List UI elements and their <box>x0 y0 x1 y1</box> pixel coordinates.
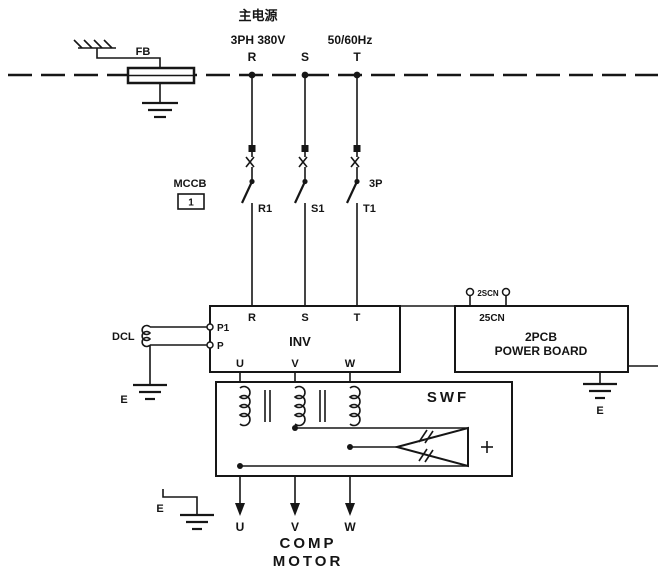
junction-dot-v <box>292 425 298 431</box>
phase-t-label: T <box>353 50 361 64</box>
ground-icon-right <box>583 382 617 400</box>
inv-terminal-t: T <box>354 312 361 324</box>
phase-s-breaker-blade <box>294 181 306 204</box>
mccb-assembly: MCCB 1 3P <box>174 178 382 210</box>
phase-r-breaker-blade <box>241 181 253 204</box>
phase-t-branch: T T1 <box>346 50 376 306</box>
inv-terminal-p1-label: P1 <box>217 323 230 334</box>
dcl-reactor-assembly: DCL <box>112 324 207 348</box>
ct-coil-w-icon <box>348 385 361 427</box>
ground-icon-fb <box>142 101 178 119</box>
power-board-name-line1: 2PCB <box>525 330 557 344</box>
plus-mark <box>481 441 493 453</box>
comp-label: COMP <box>280 535 337 552</box>
fb-earth-assembly: FB <box>73 39 196 119</box>
inv-terminal-s: S <box>301 312 308 324</box>
motor-ground-assembly: E <box>156 489 214 531</box>
delta-winding-symbol <box>393 426 469 468</box>
ct-coil-u-icon <box>238 385 251 427</box>
comp-motor-terminals: U V W COMP MOTOR <box>235 503 356 570</box>
inv-terminal-p1-pin <box>206 323 214 331</box>
transformer-core-bars <box>264 390 326 422</box>
swf-block: SWF <box>215 381 513 477</box>
inv-terminal-u: U <box>236 358 244 370</box>
dcl-label: DCL <box>112 331 135 343</box>
junction-dot-u <box>237 463 243 469</box>
inverter-block: R S T INV U V W P1 P <box>206 305 401 373</box>
motor-terminal-u: U <box>236 520 245 534</box>
inv-terminal-p-pin <box>206 341 214 349</box>
motor-winding-delta <box>237 425 493 469</box>
arrow-w-icon <box>345 503 355 516</box>
mccb-number: 1 <box>188 198 194 209</box>
phase-r-breaker-cross-icon <box>245 156 255 168</box>
phase-r-output-label: R1 <box>258 203 272 215</box>
ground-icon-bottom <box>180 513 214 531</box>
power-board-body <box>454 305 629 373</box>
inv-terminal-p-label: P <box>217 341 224 352</box>
phase-t-output-label: T1 <box>363 203 376 215</box>
arrow-v-icon <box>290 503 300 516</box>
ct-coil-v-icon <box>293 385 306 427</box>
motor-label: MOTOR <box>273 553 344 570</box>
motor-ground-wire <box>162 489 198 515</box>
phase-s-label: S <box>301 50 309 64</box>
mccb-number-box <box>177 193 205 210</box>
phase-t-breaker-cross-icon <box>350 156 360 168</box>
phase-t-breaker-blade <box>346 181 358 204</box>
mccb-label: MCCB <box>174 178 207 190</box>
inverter-label: INV <box>289 334 311 349</box>
connector-2scn-pin-left <box>465 287 475 297</box>
voltage-spec-label: 3PH 380V <box>231 33 286 47</box>
ground-bottom-label: E <box>156 503 163 515</box>
ground-icon-left <box>133 383 167 401</box>
power-board-name-line2: POWER BOARD <box>495 344 588 358</box>
junction-dot-w <box>347 444 353 450</box>
ground-right-label: E <box>596 405 603 417</box>
arrow-u-icon <box>235 503 245 516</box>
phase-r-fuse-square <box>248 145 256 152</box>
inv-terminal-v: V <box>291 358 299 370</box>
motor-terminal-v: V <box>291 520 299 534</box>
dcl-coil-icon <box>141 324 152 348</box>
inv-terminal-r: R <box>248 312 256 324</box>
frequency-spec-label: 50/60Hz <box>328 33 373 47</box>
winding-hash-marks <box>418 429 434 463</box>
phase-r-label: R <box>248 50 257 64</box>
mccb-poles-label: 3P <box>369 178 382 190</box>
phase-s-output-label: S1 <box>311 203 324 215</box>
power-board-block: 2SCN 25CN 2PCB POWER BOARD <box>400 287 658 373</box>
inv-terminal-w: W <box>345 358 356 370</box>
phase-r-branch: R R1 <box>241 50 272 306</box>
phase-t-fuse-square <box>353 145 361 152</box>
phase-s-fuse-square <box>301 145 309 152</box>
inverter-left-ground: E <box>120 345 167 406</box>
connector-2scn-label: 2SCN <box>477 289 499 298</box>
connector-25cn-label: 25CN <box>479 313 505 324</box>
power-source-header: 主电源 3PH 380V 50/60Hz <box>231 8 373 47</box>
hatched-earth-icon <box>73 39 116 49</box>
main-power-title: 主电源 <box>238 8 277 23</box>
fb-earth-wire <box>96 48 161 68</box>
phase-s-branch: S S1 <box>294 50 324 306</box>
connector-2scn-pin-right <box>501 287 511 297</box>
ground-left-label: E <box>120 394 127 406</box>
swf-label: SWF <box>427 389 469 406</box>
board-right-ground: E <box>583 372 617 417</box>
motor-terminal-w: W <box>344 520 356 534</box>
phase-s-breaker-cross-icon <box>298 156 308 168</box>
fb-label: FB <box>136 46 151 58</box>
inverter-body <box>209 305 401 373</box>
